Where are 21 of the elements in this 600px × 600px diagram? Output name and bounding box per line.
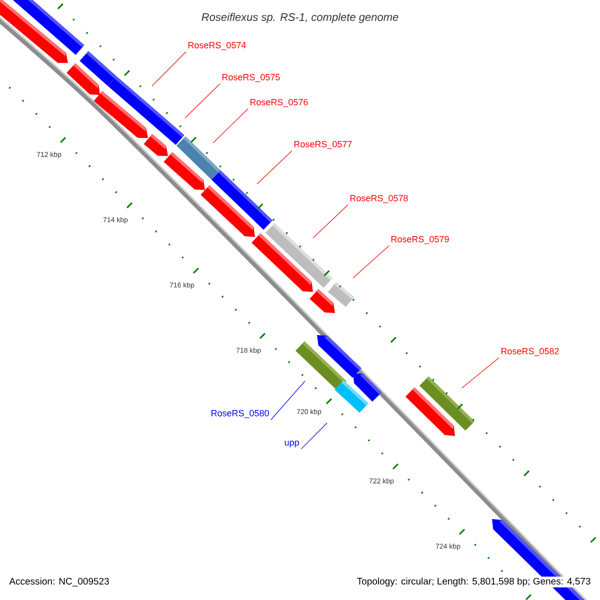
leader-line — [462, 357, 500, 388]
leader-line — [152, 51, 186, 86]
gene-label: RoseRS_0578 — [350, 194, 408, 204]
footer-text: Topology: circular; Length: 5,801,598 bp; Genes: 4,573 — [356, 576, 592, 588]
gene-label: RoseRS_0575 — [222, 74, 280, 82]
gene-label: RoseRS_0582 — [501, 348, 559, 356]
gene-label: RoseRS_0580 — [212, 410, 269, 418]
leader-line — [212, 108, 248, 144]
gene-label: RoseRS_0579 — [391, 236, 449, 244]
title: Roseiflexus sp. RS-1, complete genome — [202, 12, 398, 24]
gene-label: RoseRS_0577 — [294, 140, 352, 150]
leader-line — [300, 422, 328, 450]
leader-line — [256, 150, 292, 184]
gene-label: RoseRS_0574 — [188, 42, 246, 50]
gene-label: RoseRS_0576 — [250, 98, 308, 108]
gene-label: upp — [284, 440, 299, 448]
leader-line — [184, 83, 220, 118]
footer-text: Accession: NC_009523 — [9, 578, 109, 586]
leader-line — [312, 204, 348, 238]
leader-line — [270, 380, 306, 420]
leader-line — [352, 245, 390, 278]
